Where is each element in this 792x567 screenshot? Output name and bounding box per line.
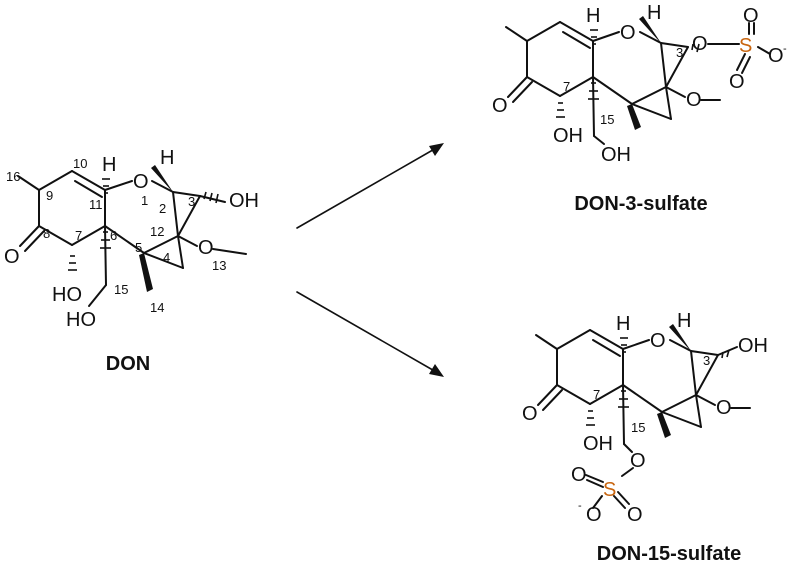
don15s-num-7: 7 [593, 387, 600, 402]
don15s-H2: H [677, 310, 691, 332]
don15s-num-15: 15 [631, 420, 645, 435]
don15s-charge: - [578, 500, 582, 512]
don-num-16: 16 [6, 169, 20, 184]
don-num-14: 14 [150, 300, 164, 315]
don3s-structure: O O S O O - O O O OH OH H H 3 7 15 DON-3… [492, 2, 787, 215]
don15s-structure: O OH O O OH O S O O O - H H 3 7 15 DON-1… [522, 310, 768, 565]
arrow-to-don3s [296, 143, 444, 229]
don15s-O1: O [650, 330, 666, 352]
don15s-OH7: OH [583, 433, 613, 455]
don3s-OH15: OH [601, 144, 631, 166]
don15s-H11: H [616, 313, 630, 335]
don15s-O13: O [716, 397, 732, 419]
don15s-OH3: OH [738, 335, 768, 357]
don15s-O15: O [630, 450, 646, 472]
don3s-O-bottom: O [729, 71, 745, 93]
don-num-9: 9 [46, 188, 53, 203]
don15s-title: DON-15-sulfate [597, 543, 741, 565]
don15s-S: S [603, 479, 616, 501]
don-O1: O [133, 171, 149, 193]
don-structure: O OH O O HO HO H H 16 10 9 11 1 2 3 8 7 … [4, 147, 259, 375]
don-num-13: 13 [212, 258, 226, 273]
don-num-7: 7 [75, 228, 82, 243]
don3s-O-top: O [743, 5, 759, 27]
don3s-O3: O [692, 33, 708, 55]
don15s-O-bottom: O [586, 504, 602, 526]
don3s-title: DON-3-sulfate [574, 193, 707, 215]
don-num-1: 1 [141, 193, 148, 208]
don-O13: O [198, 237, 214, 259]
don-num-10: 10 [73, 156, 87, 171]
don-num-6: 6 [110, 228, 117, 243]
don3s-OH7: OH [553, 125, 583, 147]
don-num-12: 12 [150, 224, 164, 239]
don-HO15: HO [66, 309, 96, 331]
don15s-num-3: 3 [703, 353, 710, 368]
arrow-to-don15s [296, 291, 444, 377]
don-num-8: 8 [43, 226, 50, 241]
don-num-11: 11 [89, 197, 103, 212]
don3s-num-7: 7 [563, 79, 570, 94]
don-title: DON [106, 353, 150, 375]
don-HO7: HO [52, 284, 82, 306]
don-OH3: OH [229, 190, 259, 212]
don3s-H2: H [647, 2, 661, 24]
don3s-O8: O [492, 95, 508, 117]
don15s-O8: O [522, 403, 538, 425]
don-num-4: 4 [163, 250, 170, 265]
don-num-3: 3 [188, 194, 195, 209]
don3s-O1: O [620, 22, 636, 44]
don-H11: H [102, 154, 116, 176]
don3s-num-15: 15 [600, 112, 614, 127]
don-O8: O [4, 246, 20, 268]
don15s-O-right: O [627, 504, 643, 526]
don15s-O-top: O [571, 464, 587, 486]
don-num-5: 5 [135, 240, 142, 255]
don-H2: H [160, 147, 174, 169]
don3s-S: S [739, 35, 752, 57]
don3s-O13: O [686, 89, 702, 111]
don3s-num-3: 3 [676, 45, 683, 60]
don3s-H11: H [586, 5, 600, 27]
don3s-O-right: O [768, 45, 784, 67]
don-num-2: 2 [159, 201, 166, 216]
don3s-charge: - [783, 43, 787, 55]
don-num-15: 15 [114, 282, 128, 297]
